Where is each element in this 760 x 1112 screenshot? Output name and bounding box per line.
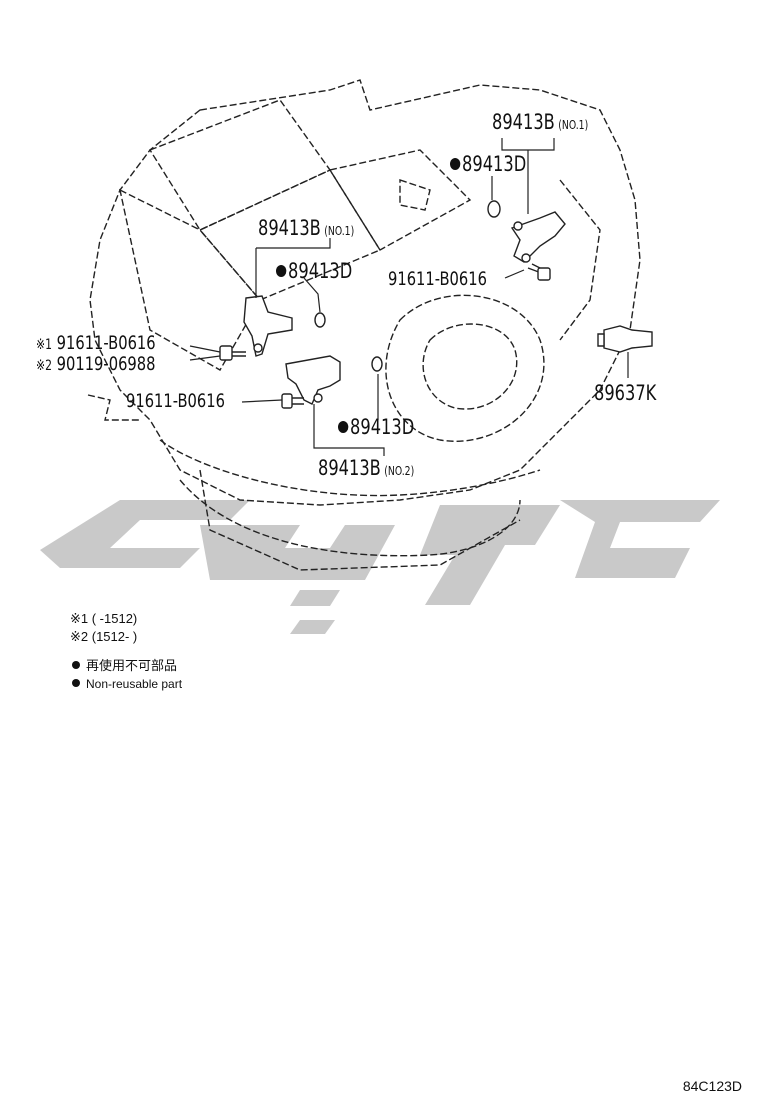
sensor-no2-lower — [285, 355, 341, 405]
part-variant: (NO.2) — [384, 464, 415, 478]
figure-reference: 84C123D — [682, 1078, 742, 1094]
footnote-1: ※1 ( -1512) — [70, 611, 138, 626]
callout-89413b-no2: 89413B(NO.2) — [318, 458, 414, 479]
bolt-left — [219, 345, 246, 361]
legend-english: Non-reusable part — [72, 678, 182, 690]
part-number: 91611-B0616 — [126, 390, 225, 412]
non-reusable-dot-icon — [276, 265, 287, 277]
legend-text-en: Non-reusable part — [86, 677, 183, 691]
bolt-upper — [527, 263, 551, 281]
non-reusable-dot-icon — [72, 679, 80, 687]
callout-bolt-upper: 91611-B0616 — [388, 270, 487, 289]
part-number: 89413D — [462, 152, 527, 176]
non-reusable-dot-icon — [450, 158, 461, 170]
part-number: 89413B — [318, 456, 381, 480]
footnote-2: ※2 (1512- ) — [70, 629, 138, 644]
callout-89413b-no1-upper: 89413B(NO.1) — [492, 112, 588, 133]
oring-lower — [371, 356, 383, 372]
bolt-lower — [281, 393, 304, 409]
oring-center — [314, 312, 326, 328]
part-variant: (NO.1) — [558, 118, 589, 132]
footnote-mark: ※2 — [36, 358, 52, 374]
watermark-logo — [40, 500, 720, 634]
oring-upper — [487, 200, 501, 218]
part-number: 89413D — [288, 259, 353, 283]
callout-bolt-left-1: ※1 91611-B0616 — [36, 334, 156, 353]
callout-89413d-lower: 89413D — [338, 417, 414, 438]
callout-89413b-no1-center: 89413B(NO.1) — [258, 218, 354, 239]
sensor-no1-center — [243, 295, 293, 357]
callout-bolt-lower: 91611-B0616 — [126, 392, 225, 411]
non-reusable-dot-icon — [338, 421, 349, 433]
callout-89413d-center: 89413D — [276, 261, 352, 282]
part-number: 89413B — [258, 216, 321, 240]
non-reusable-dot-icon — [72, 661, 80, 669]
part-number: 89637K — [594, 381, 657, 405]
callout-bolt-left-2: ※2 90119-06988 — [36, 355, 155, 374]
part-variant: (NO.1) — [324, 224, 355, 238]
leader-lines — [189, 138, 629, 456]
transmission-housing — [87, 79, 641, 571]
callout-89413d-upper: 89413D — [450, 154, 526, 175]
part-number: 90119-06988 — [56, 353, 156, 375]
callout-89637k: 89637K — [594, 383, 656, 404]
part-number: 89413B — [492, 110, 555, 134]
legend-japanese: 再使用不可部品 — [72, 659, 177, 672]
part-number: 91611-B0616 — [388, 268, 487, 290]
footnote-mark: ※1 — [36, 337, 52, 353]
legend-text-jp: 再使用不可部品 — [86, 658, 178, 673]
part-number: 89413D — [350, 415, 415, 439]
part-number: 91611-B0616 — [56, 332, 156, 354]
speed-sensor-right — [597, 325, 653, 353]
sensor-no1-upper-right — [510, 211, 566, 263]
